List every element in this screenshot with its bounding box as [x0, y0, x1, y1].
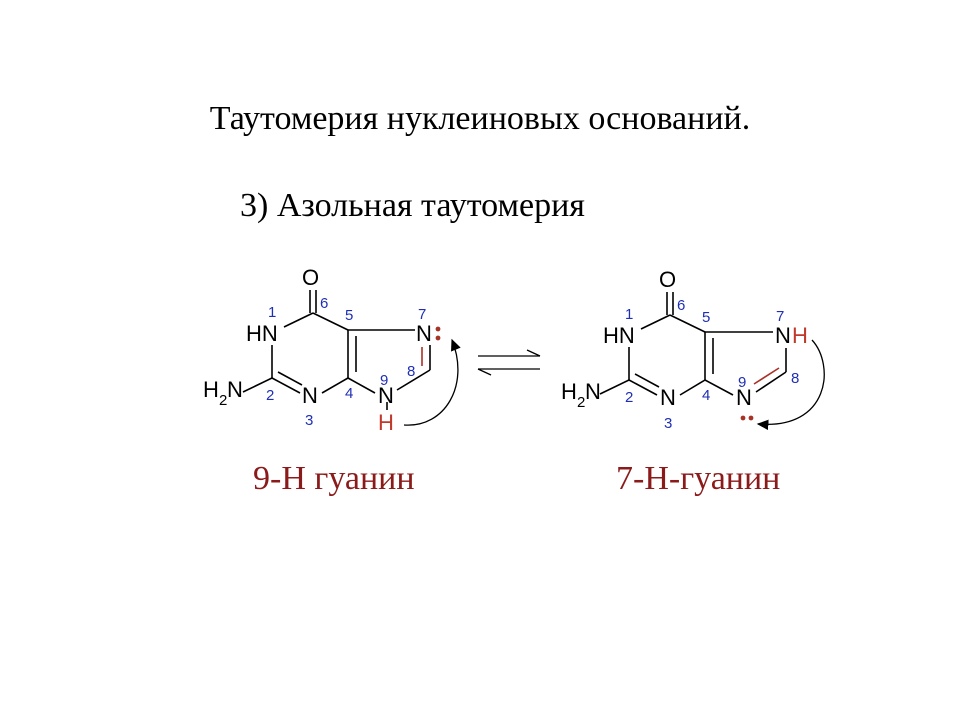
lone-pair-dot — [435, 335, 441, 341]
ring-number-6: 6 — [320, 295, 328, 312]
ring-number-5: 5 — [345, 307, 353, 324]
atom-h7: H — [792, 323, 808, 348]
slide-title: Таутомерия нуклеиновых оснований. — [209, 100, 751, 137]
bond-nh2-c2 — [242, 377, 273, 393]
equilibrium-arrows — [477, 349, 541, 376]
ring-number-4: 4 — [702, 387, 710, 404]
atom-nh2-h: H — [203, 377, 219, 402]
tautomer-diagram: O HN H 2 N N N N H 1 2 3 4 5 6 7 8 9 — [203, 265, 825, 435]
forward-arrow-head — [526, 349, 541, 357]
bond-c6-c5 — [312, 312, 349, 331]
bond-n3-c4 — [679, 379, 706, 396]
atom-n1h: HN — [246, 321, 278, 346]
atom-nh2-h: H — [561, 379, 577, 404]
ring-number-5: 5 — [702, 309, 710, 326]
ring-number-9: 9 — [738, 374, 746, 391]
atom-n1h: HN — [603, 323, 635, 348]
bond-n3-c4 — [321, 377, 349, 394]
atom-n9: N — [736, 385, 752, 410]
atom-o: O — [302, 265, 319, 290]
atom-n9: N — [378, 383, 394, 408]
bond-nh2-c2 — [599, 379, 630, 395]
atom-n3: N — [302, 383, 318, 408]
reverse-arrow-head — [477, 368, 492, 376]
atom-h9: H — [378, 410, 394, 435]
ring-number-3: 3 — [664, 415, 672, 432]
caption-9h-guanine: 9-H гуанин — [253, 460, 415, 497]
ring-number-3: 3 — [305, 412, 313, 429]
bond-c4-n9 — [347, 377, 376, 394]
atom-nh2-subscript: 2 — [219, 392, 227, 409]
atom-n7: N — [416, 321, 432, 346]
bond-c6-n1 — [283, 312, 314, 328]
proton-shift-arrow — [403, 338, 461, 426]
ring-number-8: 8 — [407, 363, 415, 380]
ring-number-9: 9 — [380, 372, 388, 389]
bond-c8-n9 — [755, 371, 787, 393]
ring-number-1: 1 — [268, 304, 276, 321]
atom-n7: N — [775, 323, 791, 348]
proton-shift-arrow — [756, 339, 825, 431]
bond-c2-n3 — [271, 377, 301, 394]
lone-pair-dot — [748, 415, 754, 421]
atom-nh2-n: N — [585, 379, 601, 404]
ring-number-1: 1 — [625, 306, 633, 323]
bond-c2-n3-double — [634, 373, 660, 388]
bond-c6-n1 — [640, 314, 671, 330]
ring-number-4: 4 — [345, 385, 353, 402]
ring-number-8: 8 — [791, 370, 799, 387]
atom-nh2-subscript: 2 — [577, 394, 585, 411]
ring-number-6: 6 — [677, 297, 685, 314]
ring-number-2: 2 — [625, 389, 633, 406]
molecule-9h-guanine: O HN H 2 N N N N H 1 2 3 4 5 6 7 8 9 — [203, 265, 461, 435]
lone-pair-dot — [435, 326, 441, 332]
bond-c2-n3 — [628, 379, 658, 396]
ring-number-7: 7 — [776, 308, 784, 325]
lone-pair-dot — [740, 415, 746, 421]
bond-n9-c8 — [396, 369, 431, 391]
ring-number-2: 2 — [266, 387, 274, 404]
bond-c6-c5 — [669, 314, 706, 333]
atom-o: O — [659, 267, 676, 292]
bond-c8-n9-double — [753, 367, 780, 385]
molecule-7h-guanine: O HN H 2 N N N H N 1 2 3 4 5 6 7 8 9 — [561, 267, 825, 432]
bond-c2-n3-double — [277, 371, 303, 386]
ring-number-7: 7 — [418, 306, 426, 323]
atom-n3: N — [660, 385, 676, 410]
bond-c4-n9 — [704, 379, 734, 396]
slide-subtitle: 3) Азольная таутомерия — [240, 187, 585, 224]
atom-nh2-n: N — [227, 377, 243, 402]
caption-7h-guanine: 7-H-гуанин — [616, 460, 781, 497]
